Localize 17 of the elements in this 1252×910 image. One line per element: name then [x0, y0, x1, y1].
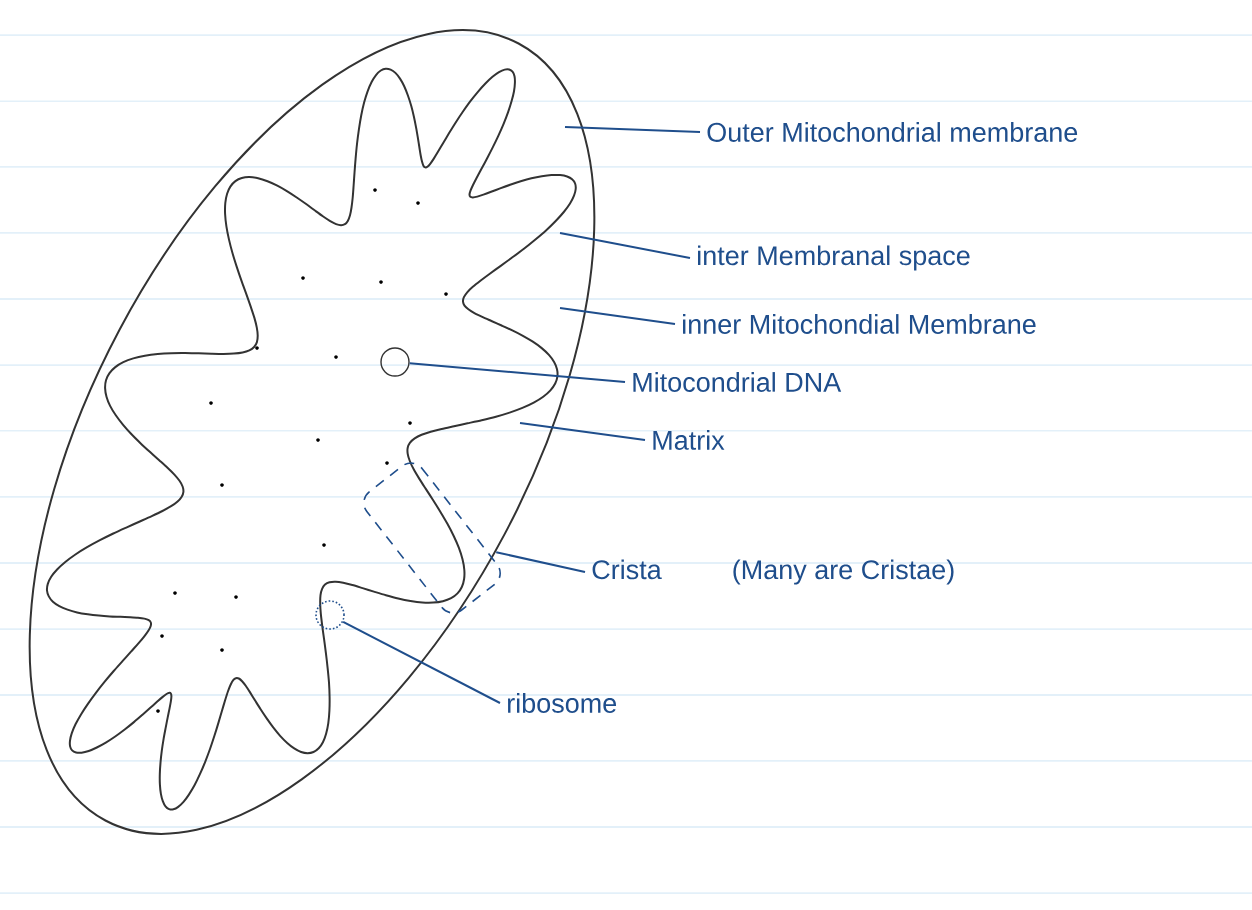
label-text: Outer Mitochondrial membrane — [707, 122, 1078, 142]
leader-line — [559, 232, 691, 259]
leader-line — [519, 422, 646, 441]
label-text: inner Mitochondial Membrane — [683, 314, 1036, 334]
label-text: inter Membranal space — [698, 245, 970, 271]
label-text: Mitocondrial DNA — [633, 372, 842, 392]
label-text: Crista (Many are Cristae) — [592, 559, 954, 585]
label-text: ribosome — [508, 693, 617, 713]
ribosome-circle — [315, 600, 345, 630]
leader-line — [559, 307, 676, 325]
leader-line — [564, 126, 701, 133]
leader-line — [408, 362, 626, 383]
crista-outline — [363, 462, 501, 614]
dna-circle — [380, 347, 410, 377]
label-text: Matrix — [653, 430, 725, 450]
leader-line — [495, 551, 586, 573]
leader-line — [342, 620, 501, 704]
